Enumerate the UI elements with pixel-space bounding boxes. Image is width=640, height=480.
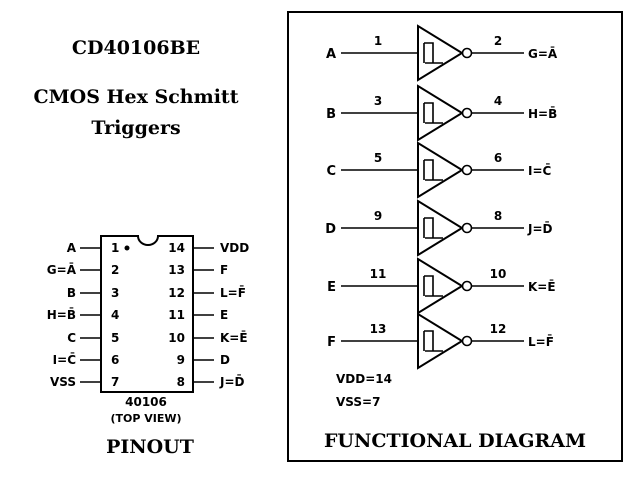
gate-in-pin-11: 11: [370, 267, 387, 281]
functional-frame: [287, 11, 623, 462]
gate-d: D 9 8J=D̄: [325, 199, 553, 257]
gate-input-e: E: [327, 280, 336, 295]
gate-e: E 11 10K=Ē: [327, 257, 556, 315]
pinout-title: PINOUT: [106, 436, 194, 458]
gate-out-pin-8: 8: [494, 209, 502, 223]
vdd-note: VDD=14: [336, 372, 392, 386]
inversion-bubble: [461, 280, 473, 292]
gate-in-pin-3: 3: [374, 94, 382, 108]
inversion-bubble: [461, 107, 473, 119]
description-line-1: CMOS Hex Schmitt: [33, 86, 239, 108]
gate-b: B 3 4H=B̄: [326, 84, 557, 142]
inversion-bubble: [461, 335, 473, 347]
gate-in-pin-1: 1: [374, 34, 382, 48]
gate-in-pin-9: 9: [374, 209, 382, 223]
left-pin-7-number: 7: [111, 375, 119, 389]
gate-input-f: F: [327, 335, 336, 350]
description-line-2: Triggers: [91, 117, 181, 139]
gate-c: C 5 6I=C̄: [326, 141, 552, 199]
inversion-bubble: [461, 47, 473, 59]
gate-output-label: I=C̄: [528, 163, 552, 178]
schmitt-hysteresis-icon: [423, 42, 443, 64]
view-label: (TOP VIEW): [110, 412, 181, 425]
left-pin-2-label: G=Ā: [47, 263, 77, 277]
right-pin-13-label: F: [220, 263, 228, 277]
left-pin-5-label: C: [67, 331, 76, 345]
left-pin-5-number: 5: [111, 331, 119, 345]
right-pin-11-label: E: [220, 308, 228, 322]
inverter-triangle: [417, 84, 464, 142]
gate-out-pin-4: 4: [494, 94, 502, 108]
inverter-triangle: [417, 312, 464, 370]
gate-out-pin-10: 10: [490, 267, 507, 281]
functional-title: FUNCTIONAL DIAGRAM: [324, 430, 586, 452]
inverter-triangle: [417, 24, 464, 82]
right-pin-8-number: 8: [177, 375, 185, 389]
schmitt-hysteresis-icon: [423, 275, 443, 297]
right-pin-10-number: 10: [168, 331, 185, 345]
gate-input-a: A: [326, 47, 336, 62]
inversion-bubble: [461, 222, 473, 234]
left-pin-4-label: H=B̄: [47, 307, 76, 322]
right-pin-11-number: 11: [168, 308, 185, 322]
left-pin-6-number: 6: [111, 353, 119, 367]
gate-out-pin-6: 6: [494, 151, 502, 165]
gate-out-pin-12: 12: [490, 322, 507, 336]
schmitt-hysteresis-icon: [423, 102, 443, 124]
right-pin-12-label: L=F̄: [220, 285, 246, 300]
part-number: CD40106BE: [71, 37, 201, 59]
right-pin-13-number: 13: [168, 263, 185, 277]
right-pin-8-label: J=D̄: [219, 374, 245, 389]
chip-label: 40106: [125, 395, 167, 409]
vss-note: VSS=7: [336, 395, 380, 409]
left-pin-3-number: 3: [111, 286, 119, 300]
gate-input-d: D: [325, 222, 336, 237]
gate-input-b: B: [326, 107, 336, 122]
left-pin-2-number: 2: [111, 263, 119, 277]
right-pin-12-number: 12: [168, 286, 185, 300]
gate-a: A 1 2G=Ā: [326, 24, 558, 82]
gate-in-pin-13: 13: [370, 322, 387, 336]
inverter-triangle: [417, 141, 464, 199]
pin1-marker: [124, 245, 130, 251]
right-pin-14-label: VDD: [220, 241, 249, 255]
left-pin-7-label: VSS: [50, 375, 76, 389]
inversion-bubble: [461, 164, 473, 176]
pins-layer: 1 A 2 G=Ā 3 B 4 H=B̄ 5 C 6 I=C̄ 7 VSS 14 VDD 13 F 12 L=F̄ 11…: [47, 241, 249, 389]
left-pin-4-number: 4: [111, 308, 119, 322]
gate-out-pin-2: 2: [494, 34, 502, 48]
right-pin-10-label: K=Ē: [220, 331, 248, 345]
right-pin-9-number: 9: [177, 353, 185, 367]
gate-output-label: L=F̄: [528, 334, 554, 349]
gate-f: F 13 12L=F̄: [327, 312, 554, 370]
right-pin-14-number: 14: [168, 241, 185, 255]
left-pin-3-label: B: [67, 286, 76, 300]
chip-body: [100, 235, 194, 393]
left-pin-1-label: A: [67, 241, 77, 255]
gate-input-c: C: [326, 164, 336, 179]
gate-in-pin-5: 5: [374, 151, 382, 165]
schmitt-hysteresis-icon: [423, 217, 443, 239]
gate-output-label: G=Ā: [528, 47, 558, 61]
schmitt-hysteresis-icon: [423, 330, 443, 352]
left-pin-1-number: 1: [111, 241, 119, 255]
gate-output-label: J=D̄: [527, 221, 553, 236]
inverter-triangle: [417, 199, 464, 257]
inverter-triangle: [417, 257, 464, 315]
right-pin-9-label: D: [220, 353, 230, 367]
left-pin-6-label: I=C̄: [53, 352, 77, 367]
schmitt-hysteresis-icon: [423, 159, 443, 181]
gate-output-label: K=Ē: [528, 280, 556, 294]
gate-output-label: H=B̄: [528, 106, 557, 121]
